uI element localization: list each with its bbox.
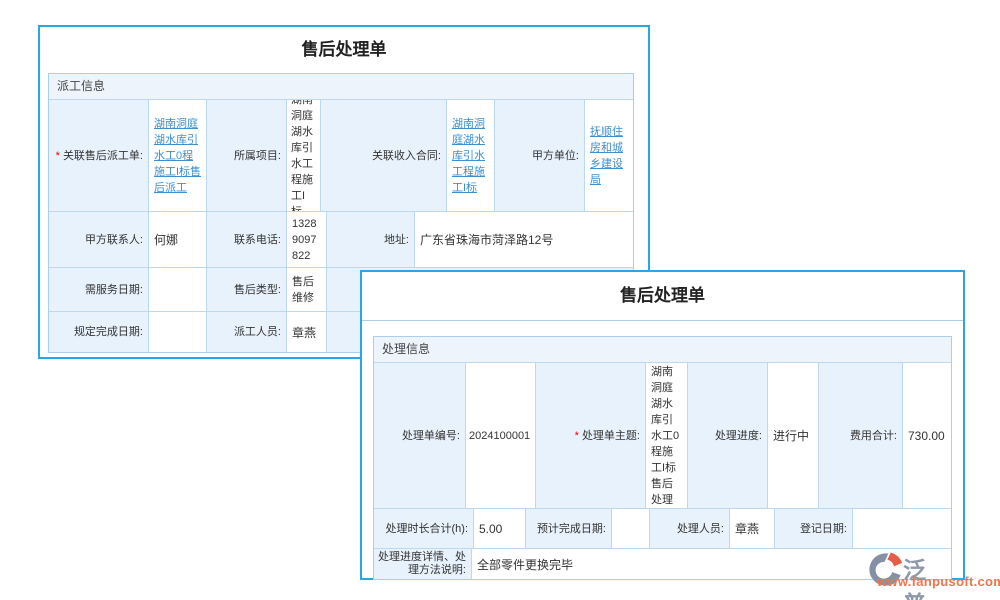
field-value-phone: 13289097822 (287, 212, 327, 268)
required-marker: * (55, 149, 60, 162)
table-row: 甲方联系人: 何娜 联系电话: 13289097822 地址: 广东省珠海市菏泽… (49, 212, 633, 268)
field-label-process-progress: 处理进度: (688, 363, 768, 509)
field-label-phone: 联系电话: (207, 212, 287, 268)
field-value-required-finish-date (149, 312, 207, 352)
after-sales-order-window-processing: 售后处理单 处理信息 处理单编号: 2024100001 * 处理单主题: 湖南… (360, 270, 965, 580)
field-label-process-staff: 处理人员: (650, 509, 730, 549)
field-label-income-contract: 关联收入合同: (321, 100, 447, 212)
field-value-party-a-unit: 抚顺住房和城乡建设局 (585, 100, 633, 212)
page-title: 售后处理单 (362, 272, 963, 321)
section-header-processing: 处理信息 (374, 337, 951, 363)
section-header-dispatch: 派工信息 (49, 74, 633, 100)
table-row: * 关联售后派工单: 湖南洞庭湖水库引水工0程施工I标售后派工 所属项目: 湖南… (49, 100, 633, 212)
field-value-register-date (853, 509, 951, 549)
field-value-total-cost: 730.00 (903, 363, 951, 509)
field-value-party-a-contact: 何娜 (149, 212, 207, 268)
required-marker: * (574, 429, 579, 442)
field-value-project: 湖南洞庭湖水库引水工程施工I标 (287, 100, 321, 212)
field-label-register-date: 登记日期: (775, 509, 853, 549)
field-label-party-a-unit: 甲方单位: (495, 100, 585, 212)
table-row: 处理时长合计(h): 5.00 预计完成日期: 处理人员: 章燕 登记日期: (374, 509, 951, 549)
field-label-required-finish-date: 规定完成日期: (49, 312, 149, 352)
field-value-service-date (149, 268, 207, 312)
field-label-expected-finish-date: 预计完成日期: (526, 509, 612, 549)
field-label-progress-detail: 处理进度详情、处理方法说明: (374, 549, 472, 579)
field-value-process-subject: 湖南洞庭湖水库引水工0程施工I标售后处理 (646, 363, 688, 509)
field-label-service-date: 需服务日期: (49, 268, 149, 312)
brand-url: www.fanpusoft.com (877, 574, 1000, 589)
field-label-party-a-contact: 甲方联系人: (49, 212, 149, 268)
field-label-process-order-no: 处理单编号: (374, 363, 466, 509)
table-row: 处理单编号: 2024100001 * 处理单主题: 湖南洞庭湖水库引水工0程施… (374, 363, 951, 509)
field-value-expected-finish-date (612, 509, 650, 549)
income-contract-link[interactable]: 湖南洞庭湖水库引水工程施工I标 (452, 117, 485, 194)
field-label-address: 地址: (327, 212, 415, 268)
field-label-total-hours: 处理时长合计(h): (374, 509, 474, 549)
field-value-related-dispatch-order: 湖南洞庭湖水库引水工0程施工I标售后派工 (149, 100, 207, 212)
field-label-aftersales-type: 售后类型: (207, 268, 287, 312)
field-value-total-hours: 5.00 (474, 509, 526, 549)
field-value-aftersales-type: 售后维修 (287, 268, 327, 312)
table-row: 处理进度详情、处理方法说明: 全部零件更换完毕 (374, 549, 951, 579)
field-value-address: 广东省珠海市菏泽路12号 (415, 212, 633, 268)
field-value-process-progress: 进行中 (768, 363, 819, 509)
processing-info-table: 处理信息 处理单编号: 2024100001 * 处理单主题: 湖南洞庭湖水库引… (373, 336, 952, 580)
field-value-dispatch-staff: 章燕 (287, 312, 327, 352)
related-dispatch-order-link[interactable]: 湖南洞庭湖水库引水工0程施工I标售后派工 (154, 117, 202, 194)
field-label-related-dispatch-order: * 关联售后派工单: (49, 100, 149, 212)
field-value-income-contract: 湖南洞庭湖水库引水工程施工I标 (447, 100, 495, 212)
field-value-process-order-no: 2024100001 (466, 363, 536, 509)
page-title: 售后处理单 (301, 40, 387, 59)
fanpu-logo-icon (869, 552, 903, 586)
field-value-process-staff: 章燕 (730, 509, 775, 549)
brand-name: 泛普软件 (903, 557, 927, 600)
field-label-project: 所属项目: (207, 100, 287, 212)
field-label-process-subject: * 处理单主题: (536, 363, 646, 509)
field-label-dispatch-staff: 派工人员: (207, 312, 287, 352)
field-label-total-cost: 费用合计: (819, 363, 903, 509)
party-a-unit-link[interactable]: 抚顺住房和城乡建设局 (590, 125, 623, 186)
